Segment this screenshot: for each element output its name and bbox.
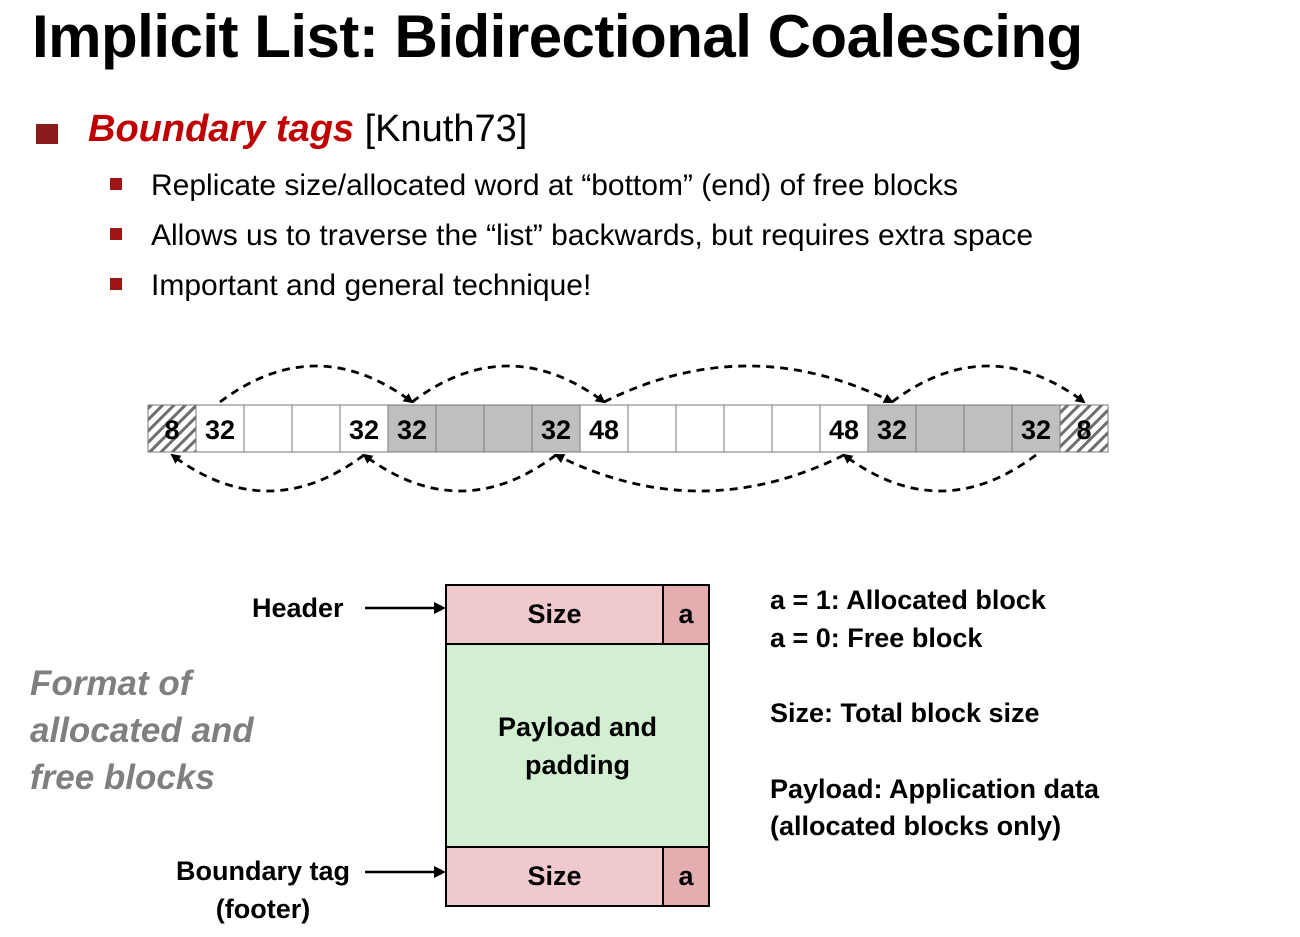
heap-cell — [483, 404, 533, 453]
sub-bullet-2: Allows us to traverse the “list” backwar… — [151, 219, 1034, 252]
format-caption: Format of allocated and free blocks — [30, 660, 254, 801]
heap-cell-label: 8 — [164, 415, 179, 445]
backward-link-arrow — [170, 453, 365, 493]
heap-cell — [147, 404, 197, 453]
legend-size: Size: Total block size — [770, 698, 1040, 728]
header-alloc-bit-cell: a — [662, 584, 710, 645]
heap-cell — [339, 404, 389, 453]
sub-bullet-square — [110, 178, 122, 190]
heap-cell — [291, 404, 341, 453]
footer-label: Boundary tag (footer) — [176, 852, 350, 928]
heap-cell — [963, 404, 1013, 453]
header-arrow — [365, 602, 446, 614]
heap-cell — [531, 404, 581, 453]
footer-label-line1: Boundary tag — [176, 856, 351, 886]
header-size-label: Size — [527, 599, 582, 629]
legend-free: a = 0: Free block — [770, 623, 983, 653]
heap-cell-label: 32 — [397, 415, 427, 445]
heap-cell — [867, 404, 917, 453]
footer-arrow — [365, 866, 446, 878]
heap-cell-label: 32 — [349, 415, 379, 445]
heap-cell — [723, 404, 773, 453]
backward-link-arrow — [842, 453, 1037, 493]
forward-link-arrow — [411, 364, 606, 404]
heap-cell — [1011, 404, 1061, 453]
payload-label-line2: padding — [525, 749, 630, 780]
heap-cell-label: 32 — [877, 415, 907, 445]
format-caption-line1: Format of — [30, 664, 192, 703]
sub-bullet-1: Replicate size/allocated word at “bottom… — [151, 169, 959, 202]
bullet-square — [36, 124, 58, 144]
heap-diagram: 8 32 32 32 32 48 48 32 32 8 — [147, 364, 1109, 493]
sub-bullet-square — [110, 228, 122, 240]
heap-cell — [819, 404, 869, 453]
legend-allocated: a = 1: Allocated block — [770, 585, 1046, 615]
payload-label-line1: Payload and — [497, 711, 658, 742]
citation: [Knuth73] — [364, 108, 528, 150]
heap-cell-label: 32 — [1021, 415, 1051, 445]
heap-cell-label: 8 — [1076, 415, 1091, 445]
footer-alloc-bit-cell: a — [662, 846, 710, 907]
main-bullet-text: Boundary tags [Knuth73] — [88, 108, 527, 151]
header-label: Header — [252, 593, 344, 623]
heap-cell — [387, 404, 437, 453]
heap-cell-label: 32 — [205, 415, 235, 445]
legend-payload: Payload: Application data — [770, 774, 1100, 804]
payload-cell: Payload and padding — [445, 643, 710, 848]
heap-cell — [579, 404, 629, 453]
heap-cell — [435, 404, 485, 453]
format-caption-line3: free blocks — [30, 758, 215, 797]
footer-size-label: Size — [527, 861, 582, 891]
backward-link-arrow — [554, 453, 845, 493]
heap-cell — [1059, 404, 1109, 453]
heap-cell — [771, 404, 821, 453]
footer-alloc-bit-label: a — [678, 861, 694, 891]
sub-bullet-square — [110, 278, 122, 290]
heap-cell — [675, 404, 725, 453]
heap-cell-label: 48 — [589, 415, 619, 445]
page-title: Implicit List: Bidirectional Coalescing — [32, 3, 1083, 70]
forward-link-arrow — [219, 364, 414, 404]
footer-label-line2: (footer) — [215, 894, 311, 924]
heap-cell — [243, 404, 293, 453]
forward-link-arrow — [891, 364, 1086, 404]
format-caption-line2: allocated and — [30, 711, 254, 750]
boundary-tags-emphasis: Boundary tags — [88, 108, 355, 150]
sub-bullet-3: Important and general technique! — [151, 269, 592, 302]
header-alloc-bit-label: a — [678, 599, 694, 629]
legend-payload-note: (allocated blocks only) — [770, 811, 1062, 841]
backward-link-arrow — [362, 453, 557, 493]
heap-cell-label: 32 — [541, 415, 571, 445]
footer-size-cell: Size — [445, 846, 664, 907]
heap-cell — [915, 404, 965, 453]
heap-cell — [627, 404, 677, 453]
header-size-cell: Size — [445, 584, 664, 645]
forward-link-arrow — [603, 364, 894, 404]
heap-cell-label: 48 — [829, 415, 859, 445]
